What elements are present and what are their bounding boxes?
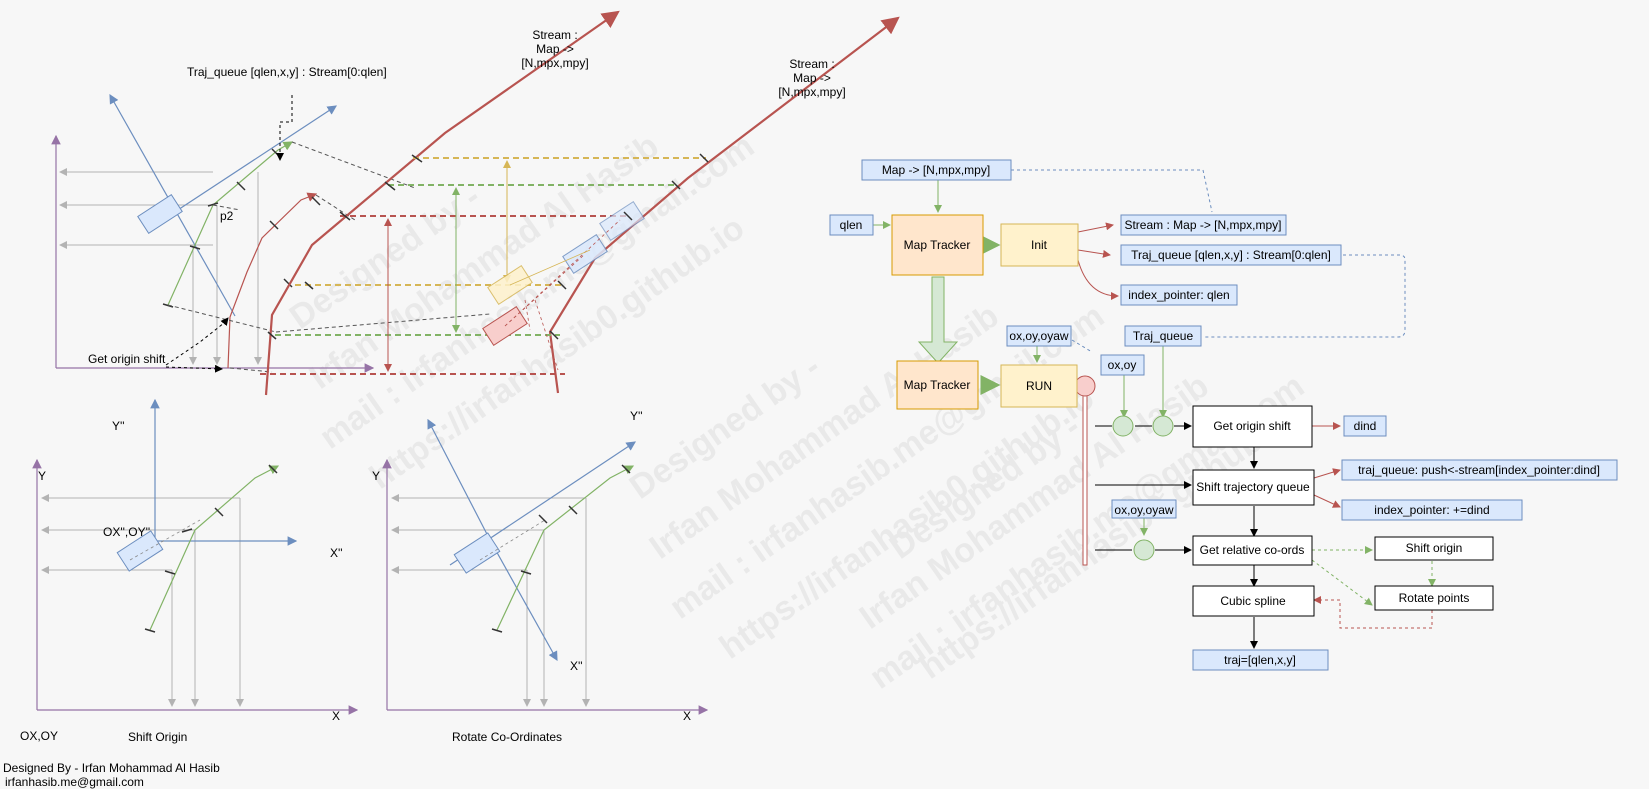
stream-path-1: [264, 10, 620, 396]
index-pointer-inc-text: index_pointer: +=dind: [1374, 503, 1489, 517]
watermark-line-3: mail : irfanhasib.me@gmail.com: [313, 127, 761, 457]
run-box: [1000, 364, 1078, 408]
credits-line-1: Designed By - Irfan Mohammad Al Hasib: [3, 761, 220, 775]
rotate-y2-label: Y'': [630, 409, 643, 423]
index-pointer-out-text: index_pointer: qlen: [1128, 288, 1229, 302]
init-box: [1000, 223, 1079, 267]
ox-oy-oyaw-2-box: [1111, 499, 1177, 519]
map-tracker-1-box: [891, 214, 984, 276]
get-origin-shift-text: Get origin shift: [1213, 419, 1291, 433]
shift-origin-caption: Shift Origin: [128, 730, 187, 744]
stream-out-text: Stream : Map -> [N,mpx,mpy]: [1124, 218, 1281, 232]
rotate-caption: Rotate Co-Ordinates: [452, 730, 562, 744]
stream-label-1-line3: [N,mpx,mpy]: [521, 56, 588, 70]
cubic-spline-text: Cubic spline: [1220, 594, 1286, 608]
map-input-text: Map -> [N,mpx,mpy]: [882, 163, 990, 177]
index-pointer-out-box: [1120, 284, 1238, 306]
map-tracker-1-text: Map Tracker: [904, 238, 971, 252]
map-tracker-2-text: Map Tracker: [904, 378, 971, 392]
traj-queue-in-text: Traj_queue: [1133, 329, 1194, 343]
map-tracker-2-box: [896, 360, 979, 410]
ox-oy-text: ox,oy: [1108, 358, 1137, 372]
ox-oy-oyaw-1-box: [1006, 325, 1072, 347]
run-text: RUN: [1026, 379, 1052, 393]
shift-x2-label: X'': [330, 546, 343, 560]
stream-label-1-line2: Map ->: [536, 42, 574, 56]
get-origin-shift-box: [1192, 405, 1313, 448]
stream-label-2-line2: Map ->: [793, 71, 831, 85]
qlen-box: [829, 214, 874, 236]
stream-out-box: [1120, 214, 1287, 236]
shift-origin-diagram: Y Y'' X'' OX'',OY'' X OX,OY Shift Origin: [20, 398, 359, 744]
origin-shift-label: Get origin shift: [88, 352, 166, 366]
shift-origin2-label: OX'',OY'': [103, 525, 150, 539]
rotate-points-text: Rotate points: [1399, 591, 1470, 605]
merge-circle-2: [1152, 415, 1174, 437]
rotate-x-label: X: [683, 709, 691, 723]
shift-origin-label: OX,OY: [20, 729, 58, 743]
rotate-x2-label: X'': [570, 659, 583, 673]
stream-label-2-line3: [N,mpx,mpy]: [778, 85, 845, 99]
flowchart: Map -> [N,mpx,mpy] qlen Map Tracker Init…: [829, 159, 1618, 671]
get-relative-text: Get relative co-ords: [1200, 543, 1305, 557]
rotate-y-label: Y: [372, 469, 380, 483]
shift-origin-box-text: Shift origin: [1406, 541, 1463, 555]
map-input-box: [861, 159, 1012, 181]
stream-label-1-line1: Stream :: [532, 28, 577, 42]
dind-text: dind: [1354, 419, 1377, 433]
ox-oy-oyaw-2-text: ox,oy,oyaw: [1114, 503, 1173, 517]
index-pointer-inc-box: [1341, 499, 1523, 521]
shift-traj-queue-box: [1192, 469, 1315, 506]
shift-y2-label: Y'': [112, 419, 125, 433]
init-text: Init: [1031, 238, 1048, 252]
merge-circle-1: [1112, 415, 1134, 437]
merge-circle-3: [1133, 539, 1155, 561]
p2-label: p2: [220, 209, 234, 223]
shift-x-label: X: [332, 709, 340, 723]
traj-out-box: [1192, 649, 1329, 671]
cubic-spline-box: [1192, 585, 1315, 617]
watermark: Designed by - Irfan Mohammad Al Hasib ma…: [283, 127, 1311, 697]
shift-traj-queue-text: Shift trajectory queue: [1196, 480, 1310, 494]
shift-y-label: Y: [38, 469, 46, 483]
traj-queue-out-box: [1120, 244, 1342, 266]
traj-out-text: traj=[qlen,x,y]: [1224, 653, 1296, 667]
traj-queue-push-text: traj_queue: push<-stream[index_pointer:d…: [1358, 463, 1600, 477]
traj-queue-out-text: Traj_queue [qlen,x,y] : Stream[0:qlen]: [1131, 248, 1331, 262]
ox-oy-box: [1100, 354, 1145, 376]
ox-oy-oyaw-1-text: ox,oy,oyaw: [1009, 329, 1068, 343]
traj-queue-label: Traj_queue [qlen,x,y] : Stream[0:qlen]: [187, 65, 387, 79]
shift-origin-box: [1374, 536, 1494, 561]
rotate-diagram: Y Y'' X'' X Rotate Co-Ordinates: [372, 409, 709, 744]
top-diagram: Stream : Map -> [N,mpx,mpy] Stream : Map…: [51, 10, 900, 396]
stream-label-2-line1: Stream :: [789, 57, 834, 71]
vehicle-box-blue: [137, 194, 183, 234]
get-relative-box: [1192, 535, 1313, 566]
traj-queue-in-box: [1124, 325, 1202, 347]
dind-box: [1343, 415, 1387, 437]
rotate-points-box: [1374, 585, 1494, 611]
qlen-text: qlen: [840, 218, 863, 232]
credits-line-2: irfanhasib.me@gmail.com: [5, 775, 144, 789]
traj-queue-push-box: [1341, 459, 1618, 481]
